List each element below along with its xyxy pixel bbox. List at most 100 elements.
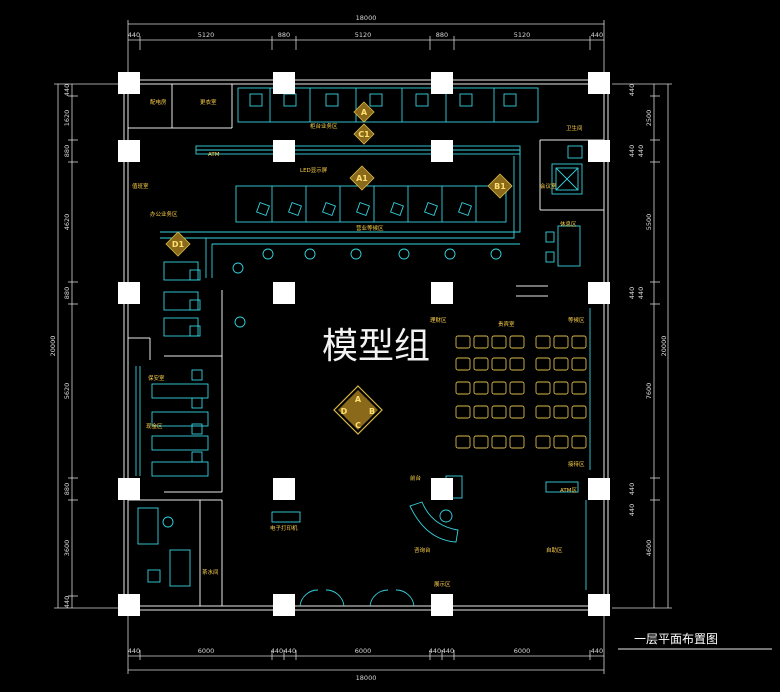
column (273, 594, 295, 616)
label-reception: 接待区 (568, 460, 585, 468)
label-wc: 卫生间 (566, 124, 583, 132)
dim-bottom-2: 440 (271, 647, 283, 655)
label-kitchen: 茶水间 (202, 568, 219, 576)
label-guard: 保安室 (148, 374, 165, 382)
dim-right-6: 440 (637, 287, 645, 299)
dim-right-4: 5500 (645, 214, 653, 231)
marker-a1: A1 (356, 174, 368, 183)
dim-bottom-3: 440 (284, 647, 296, 655)
label-entrance: 前台 (410, 474, 422, 482)
furniture-cyan (135, 87, 591, 590)
label-meeting: 会议室 (540, 182, 557, 190)
seating-left-block (455, 335, 525, 449)
dim-top-overall: 18000 (356, 14, 377, 22)
dim-right-2: 440 (628, 145, 636, 157)
label-led: LED显示屏 (300, 167, 328, 174)
dim-right-7: 7600 (645, 383, 653, 400)
dim-bottom-7: 6000 (514, 647, 531, 655)
column (273, 478, 295, 500)
dim-top-6: 440 (591, 31, 603, 39)
watermark: 模型组 (322, 326, 430, 367)
marker-d: D (341, 407, 348, 416)
column (588, 72, 610, 94)
marker-b1: B1 (494, 182, 506, 191)
seating-right-block (535, 335, 587, 449)
dim-left-4: 880 (63, 287, 71, 299)
column (588, 140, 610, 162)
label-finance: 理财区 (430, 316, 447, 324)
dim-right-9: 440 (628, 504, 636, 516)
label-atm: ATM (208, 152, 220, 158)
column (118, 140, 140, 162)
label-lounge: 休息区 (560, 220, 577, 228)
column (431, 478, 453, 500)
dim-right-0: 440 (628, 84, 636, 96)
label-printer: 电子打印机 (270, 524, 298, 532)
label-self-service: 自助区 (546, 546, 563, 554)
label-power: 配电房 (150, 98, 167, 106)
dim-left-2: 880 (63, 145, 71, 157)
dim-right-10: 4600 (645, 540, 653, 557)
column (118, 72, 140, 94)
dimension-texts: 18000 440 5120 880 5120 880 5120 440 440… (49, 14, 668, 682)
walls (123, 79, 609, 611)
dim-bottom-4: 6000 (355, 647, 372, 655)
label-display: 展示区 (434, 581, 451, 588)
column (431, 140, 453, 162)
column (273, 282, 295, 304)
column (431, 282, 453, 304)
label-atm-room: ATM区 (560, 487, 577, 494)
marker-c1: C1 (358, 130, 370, 139)
view-markers: A C1 A1 B1 D1 (165, 101, 513, 257)
column (588, 594, 610, 616)
label-wait-area: 等候区 (568, 316, 585, 324)
dim-top-3: 5120 (355, 31, 372, 39)
dim-left-5: 5620 (63, 383, 71, 400)
dim-top-0: 440 (128, 31, 140, 39)
dim-left-1: 1620 (63, 110, 71, 127)
marker-c: C (355, 421, 361, 430)
column (118, 282, 140, 304)
column (588, 478, 610, 500)
dim-bottom-overall: 18000 (356, 674, 377, 682)
label-office: 办公业务区 (150, 210, 178, 218)
dim-right-overall: 20000 (660, 336, 668, 357)
room-labels: 配电房 更衣室 柜台业务区 ATM 卫生间 LED显示屏 值班室 会议室 办公业… (132, 98, 585, 588)
dim-left-6: 880 (63, 483, 71, 495)
column (118, 594, 140, 616)
column (431, 594, 453, 616)
label-consult: 咨询台 (414, 546, 431, 554)
dim-top-5: 5120 (514, 31, 531, 39)
dim-bottom-8: 440 (591, 647, 603, 655)
dim-left-7: 3600 (63, 540, 71, 557)
column (273, 72, 295, 94)
dim-right-8: 440 (628, 483, 636, 495)
label-counter: 柜台业务区 (310, 122, 338, 130)
dim-right-3: 440 (637, 145, 645, 157)
entrance-doors (299, 589, 415, 607)
marker-b: B (369, 407, 375, 416)
column (118, 478, 140, 500)
marker-d1: D1 (172, 240, 185, 249)
dim-left-overall: 20000 (49, 336, 57, 357)
dim-top-4: 880 (436, 31, 448, 39)
marker-a-small: A (361, 108, 368, 117)
drawing-title: 一层平面布置图 (634, 632, 718, 646)
label-storage: 更衣室 (200, 98, 217, 106)
dim-bottom-6: 440 (442, 647, 454, 655)
dimension-lines (54, 20, 672, 674)
dim-left-3: 4620 (63, 214, 71, 231)
dim-left-8: 440 (63, 596, 71, 608)
marker-a: A (355, 395, 362, 404)
dim-top-1: 5120 (198, 31, 215, 39)
column (431, 72, 453, 94)
label-vip: 贵宾室 (498, 320, 515, 328)
label-cash-room: 现金区 (146, 422, 163, 430)
label-lobby-wait: 营业等候区 (356, 224, 384, 232)
dim-bottom-0: 440 (128, 647, 140, 655)
dim-left-0: 440 (63, 84, 71, 96)
finance-seating (455, 335, 587, 449)
dim-top-2: 880 (278, 31, 290, 39)
dim-bottom-1: 6000 (198, 647, 215, 655)
